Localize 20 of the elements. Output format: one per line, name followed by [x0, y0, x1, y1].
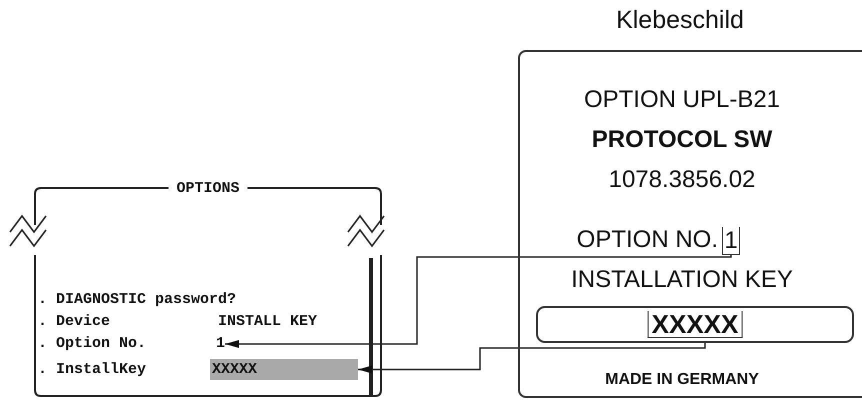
product-name: PROTOCOL SW: [592, 128, 772, 152]
menu-entry: . DIAGNOSTIC password?: [38, 291, 236, 309]
leader-arrow: [358, 343, 706, 374]
origin-text: MADE IN GERMANY: [605, 372, 759, 388]
installation-key-field: XXXXX: [536, 306, 854, 343]
installation-key-label: INSTALLATION KEY: [571, 268, 793, 292]
menu-entry: . Option No.: [38, 335, 146, 353]
menu-entry: . Device: [38, 313, 110, 331]
menu-entry: . InstallKey: [38, 361, 146, 379]
leader-arrow: [225, 254, 732, 348]
option-number-value: 1: [722, 227, 740, 255]
part-number: 1078.3856.02: [608, 168, 756, 192]
sticker-label: [518, 50, 862, 398]
menu-entry: INSTALL KEY: [218, 313, 318, 331]
sticker-heading: Klebeschild: [616, 8, 744, 33]
option-number-value: 1: [216, 335, 226, 353]
option-number-label: OPTION NO.: [576, 228, 718, 252]
option-code: OPTION UPL-B21: [584, 88, 780, 112]
screen-panel: [33, 180, 383, 398]
highlighted-field: XXXXX: [210, 359, 358, 380]
